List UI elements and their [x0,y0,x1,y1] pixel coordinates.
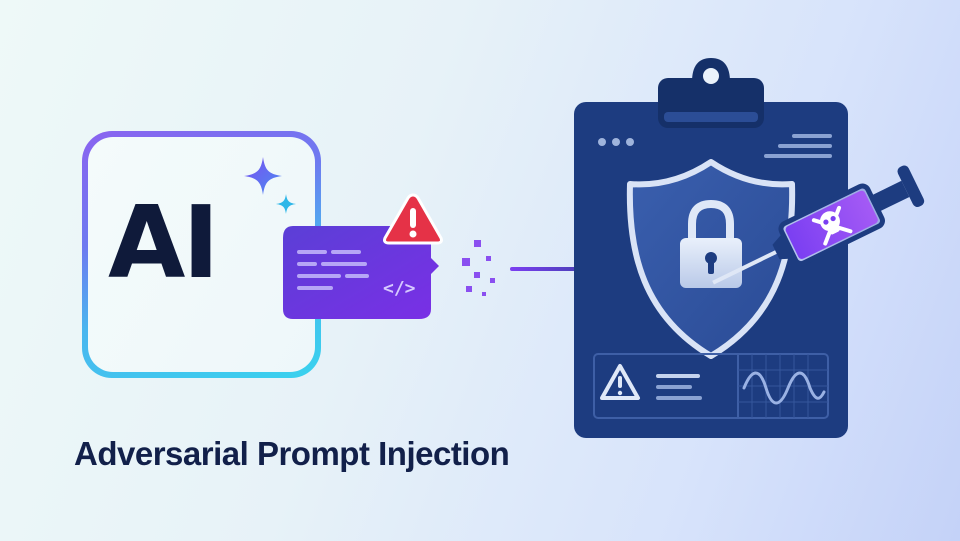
panel-warning-icon [600,364,640,400]
page-title: Adversarial Prompt Injection [74,435,510,472]
security-clipboard [574,58,848,438]
code-icon: </> [383,278,416,299]
sparkle-icon [244,157,282,195]
waveform-icon [742,371,826,405]
syringe-icon [712,165,925,285]
prompt-bubble: </> [283,226,439,319]
sparkle-small-icon [276,194,296,214]
ai-label: AI [108,184,220,301]
prompt-text-lines [297,250,369,290]
warning-icon [383,193,443,245]
skull-crossbones-icon [811,205,853,246]
